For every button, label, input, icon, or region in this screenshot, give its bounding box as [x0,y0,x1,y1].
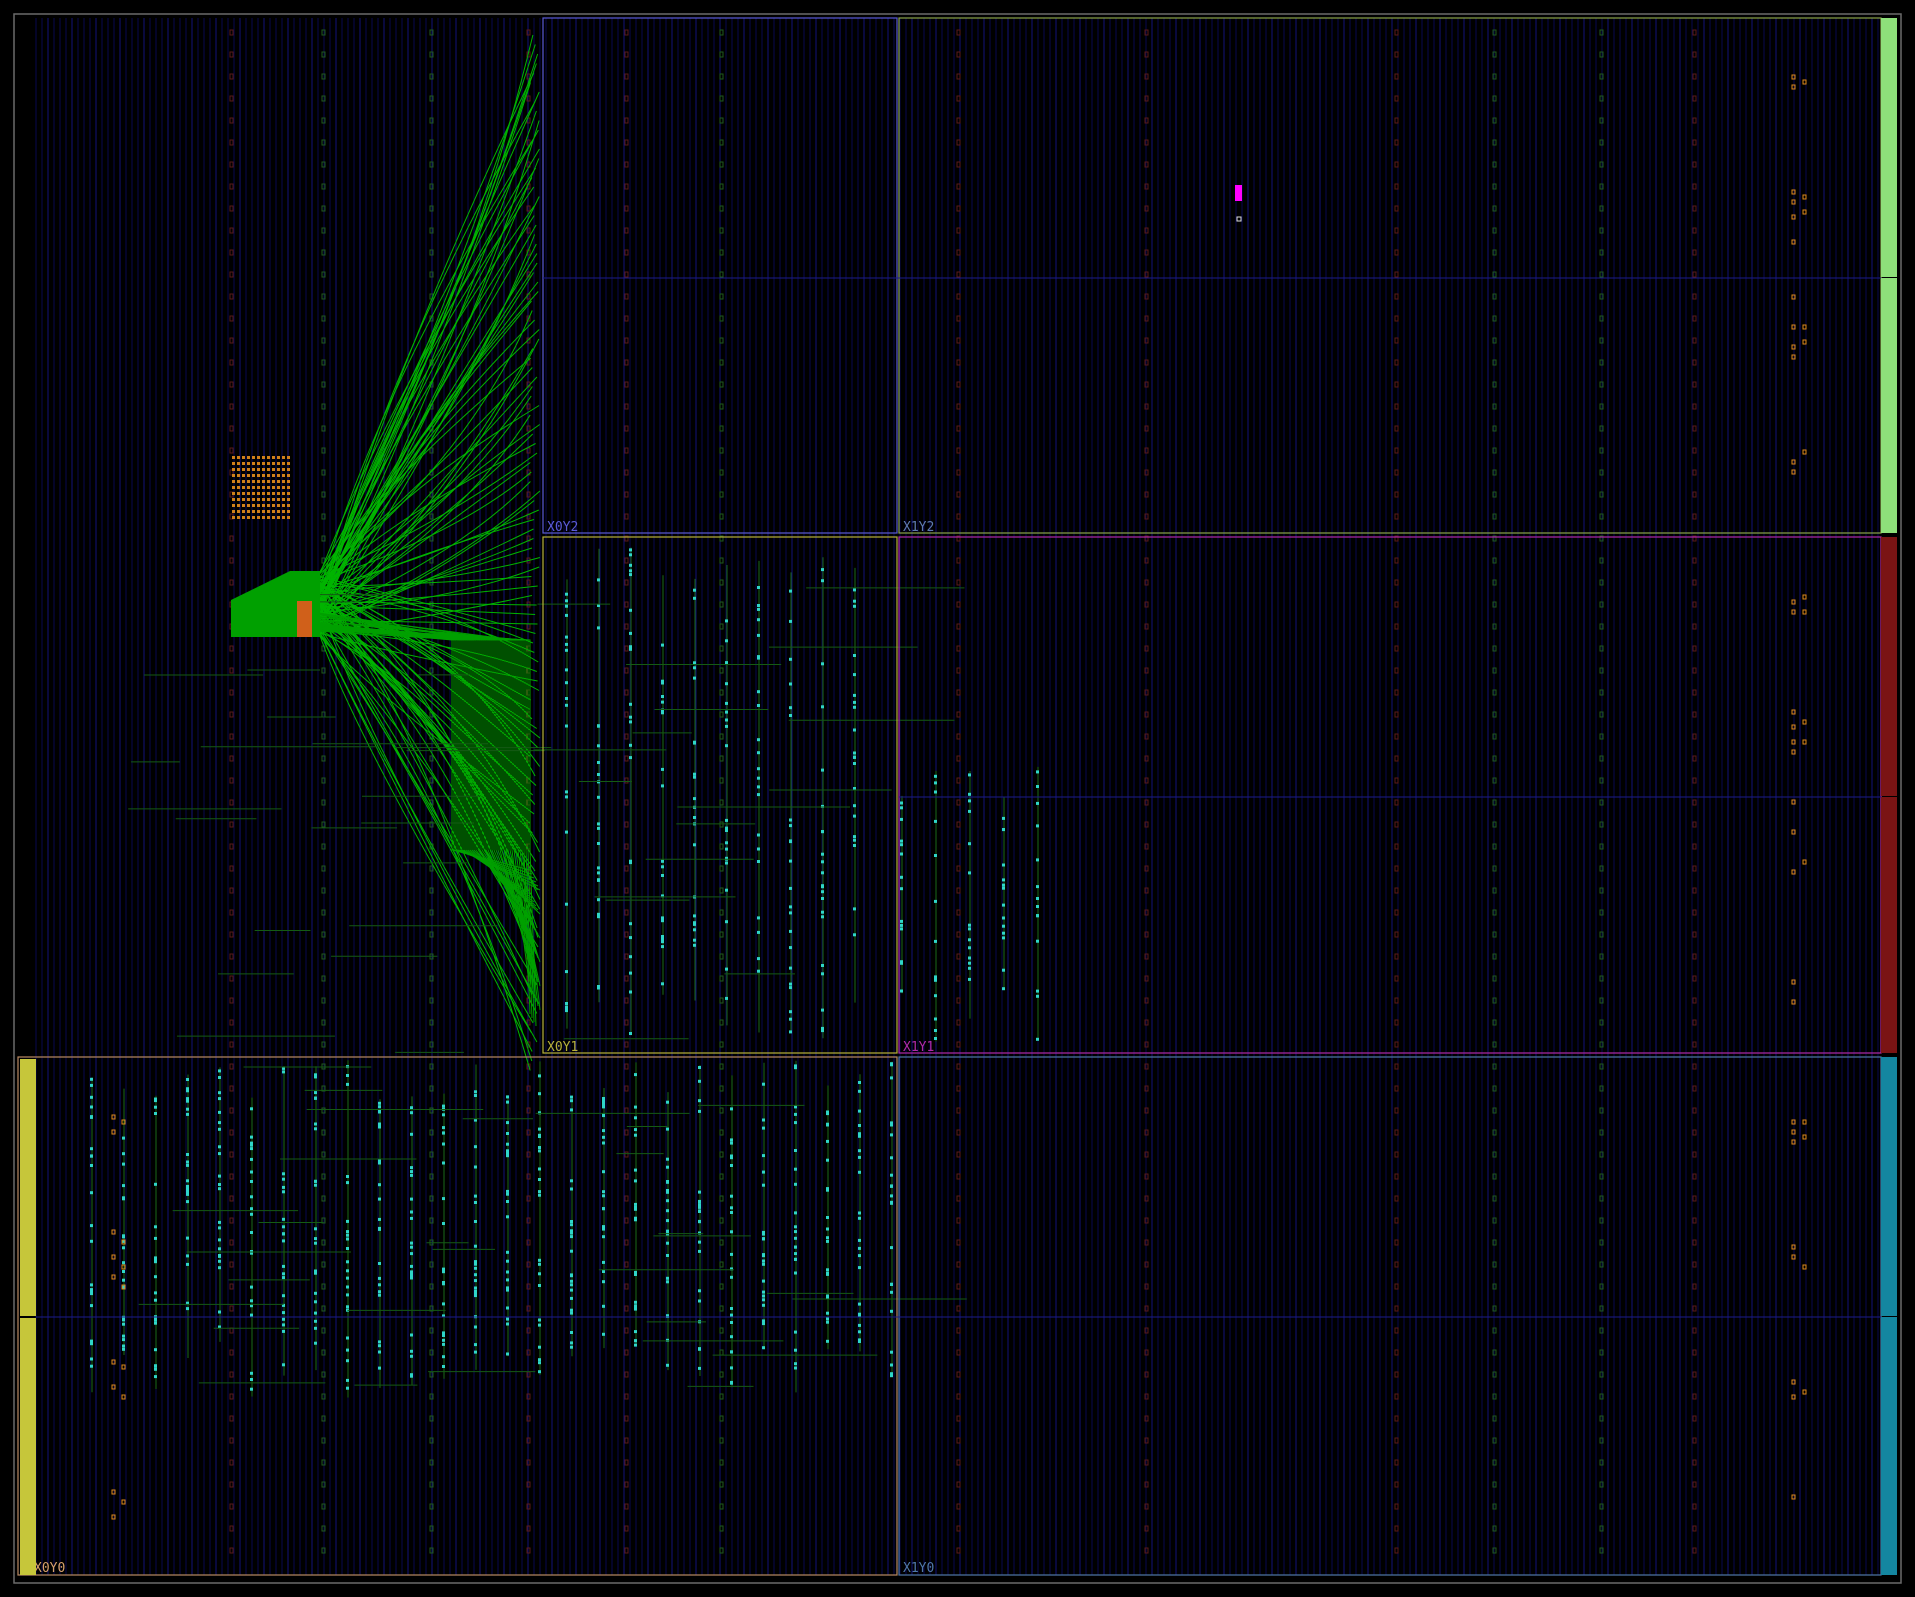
region-label: X1Y1 [903,1040,934,1055]
region-label: X1Y0 [903,1561,934,1576]
region-label: X0Y2 [547,520,578,535]
region-label: X1Y2 [903,520,934,535]
placed-cells [90,547,1039,1398]
clock-region-x0y0[interactable]: X0Y0 [17,1056,898,1576]
fabric-dots [229,29,1697,1554]
selected-cell-outline [1236,216,1242,222]
io-strip-x0y0-bottom[interactable] [20,1318,36,1575]
selected-cell-marker[interactable] [1235,185,1242,201]
region-label: X0Y0 [34,1561,65,1576]
io-strip-x1y0-top[interactable] [1881,1057,1897,1316]
io-bank-core [297,601,312,637]
io-bank-block[interactable] [231,456,320,637]
device-outline [13,13,1902,1584]
io-strip-x1y1-top[interactable] [1881,537,1897,796]
clock-region-x0y1[interactable]: X0Y1 [542,536,898,1055]
io-pins [111,74,1807,1520]
routing-fan [317,34,541,1071]
io-bank-pad-grid [232,456,290,519]
io-strip-x0y0-top[interactable] [20,1059,36,1316]
io-strip-x1y2-top[interactable] [1881,18,1897,277]
io-strip-x1y0-bottom[interactable] [1881,1317,1897,1575]
region-label: X0Y1 [547,1040,578,1055]
io-strip-x1y1-bottom[interactable] [1881,797,1897,1053]
clock-region-x0y2[interactable]: X0Y2 [542,17,898,535]
io-strip-x1y2-bottom[interactable] [1881,278,1897,533]
